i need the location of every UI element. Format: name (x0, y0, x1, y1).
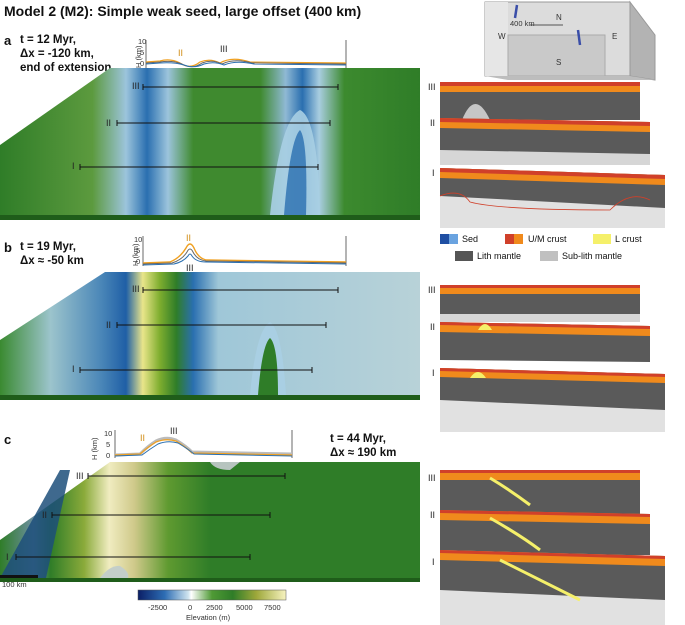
panel-c-profile-ylabel: H (km) (90, 437, 99, 461)
scale-bar-label: 100 km (2, 580, 27, 589)
panel-c-profile (114, 430, 293, 458)
legend-swatches (440, 234, 611, 261)
panel-c-tick-5: 5 (106, 440, 111, 449)
xsec-a-I: I (432, 168, 435, 178)
panel-a-line-III: III (132, 81, 140, 91)
panel-c-profile-label-III: III (170, 426, 178, 436)
panel-b-line-III: III (132, 284, 140, 294)
panel-b-line-II: II (106, 320, 112, 330)
panel-a-info: t = 12 Myr, Δx = -120 km, end of extensi… (20, 33, 111, 75)
colorbar-tick-7500: 7500 (264, 603, 281, 612)
panel-c-info: t = 44 Myr, Δx ≈ 190 km (330, 432, 396, 460)
legend-sublith: Sub-lith mantle (562, 251, 623, 261)
box-north: N (556, 13, 562, 22)
panel-a-line-II: II (106, 118, 112, 128)
panel-a-profile-label-III: III (220, 44, 228, 54)
xsec-b-II: II (430, 322, 436, 332)
panel-c-time: t = 44 Myr, (330, 433, 386, 445)
colorbar-tick-5000: 5000 (236, 603, 253, 612)
xsec-b-III: III (428, 285, 436, 295)
panel-b-line-I: I (72, 364, 75, 374)
panel-b-info: t = 19 Myr, Δx ≈ -50 km (20, 240, 84, 268)
panel-a-profile-label-II: II (178, 48, 184, 58)
panel-a-tick-5: 5 (140, 48, 145, 57)
xsec-c-I: I (432, 557, 435, 567)
box-inset (484, 0, 656, 81)
panel-c-label: c (4, 432, 12, 447)
panel-c-tick-10: 10 (104, 429, 113, 438)
panel-a-tick-0: 0 (140, 59, 145, 68)
panel-a-time: t = 12 Myr, (20, 34, 76, 46)
legend-um-crust: U/M crust (528, 234, 567, 244)
panel-c-tick-0: 0 (106, 451, 111, 460)
panel-c-line-II: II (42, 510, 48, 520)
panel-a-terrain (0, 68, 420, 220)
xsec-b-I: I (432, 368, 435, 378)
panel-a-label: a (4, 33, 12, 48)
panel-a-section-lines (79, 84, 339, 170)
panel-c-offset: Δx ≈ 190 km (330, 447, 397, 459)
panel-b-section-lines (79, 287, 339, 373)
cross-sections-a (439, 82, 665, 228)
box-scale-label: 400 km (510, 19, 535, 28)
box-west: W (498, 32, 506, 41)
scale-bar (0, 575, 38, 578)
cross-sections-c (440, 470, 665, 625)
figure-title: Model 2 (M2): Simple weak seed, large of… (4, 3, 362, 19)
panel-b-tick-10: 10 (134, 235, 143, 244)
legend-l-crust: L crust (615, 234, 642, 244)
xsec-c-III: III (428, 473, 436, 483)
panel-b-tick-0: 0 (136, 257, 141, 266)
panel-b-profile-label-III: III (186, 263, 194, 273)
panel-b-label: b (4, 240, 12, 255)
panel-c-terrain (0, 462, 420, 582)
panel-a-note: end of extension (20, 62, 112, 74)
xsec-a-II: II (430, 118, 436, 128)
panel-a-line-I: I (72, 161, 75, 171)
panel-c-line-III: III (76, 471, 84, 481)
xsec-a-III: III (428, 82, 436, 92)
elevation-colorbar (137, 589, 287, 601)
panel-c-profile-label-II: II (140, 433, 146, 443)
panel-a-tick-10: 10 (138, 37, 147, 46)
panel-b-offset: Δx ≈ -50 km (20, 255, 84, 267)
colorbar-tick-0: 0 (188, 603, 193, 612)
colorbar-tick-neg2500: -2500 (148, 603, 168, 612)
colorbar-label: Elevation (m) (186, 613, 231, 622)
legend-sed: Sed (462, 234, 479, 244)
panel-b-terrain (0, 272, 420, 400)
box-east: E (612, 32, 618, 41)
box-south: S (556, 58, 562, 67)
panel-c-line-I: I (6, 552, 9, 562)
panel-b-profile-label-II: II (186, 233, 192, 243)
panel-b-tick-5: 5 (136, 246, 141, 255)
colorbar-tick-2500: 2500 (206, 603, 223, 612)
panel-b-time: t = 19 Myr, (20, 241, 76, 253)
xsec-c-II: II (430, 510, 436, 520)
panel-a-profile (145, 40, 347, 68)
panel-c-section-lines (15, 473, 286, 560)
panel-a-offset: Δx = -120 km, (20, 48, 94, 60)
panel-b-profile (142, 236, 347, 266)
cross-sections-b (440, 285, 665, 432)
legend-lith: Lith mantle (477, 251, 522, 261)
